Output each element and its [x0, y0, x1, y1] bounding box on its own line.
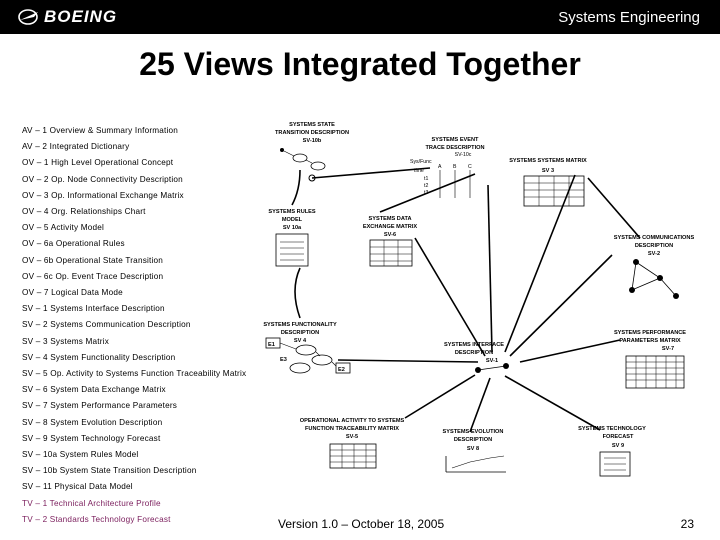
- sv-4-title-2: DESCRIPTION: [281, 330, 319, 336]
- sv-7-performance: SYSTEMS PERFORMANCE PARAMETERS MATRIX SV…: [614, 330, 686, 389]
- sv-10c-title: SYSTEMS EVENT: [432, 137, 480, 143]
- sv-10c-row-3: t3: [424, 190, 428, 196]
- sv-5-traceability: OPERATIONAL ACTIVITY TO SYSTEMS FUNCTION…: [300, 418, 405, 469]
- sv-3-title: SYSTEMS SYSTEMS MATRIX: [509, 158, 587, 164]
- sv-7-title: SYSTEMS PERFORMANCE: [614, 330, 686, 336]
- sv-10c-col-c: C: [468, 164, 472, 170]
- view-item: SV – 11 Physical Data Model: [22, 482, 133, 492]
- sv-8-title: SYSTEMS EVOLUTION: [443, 429, 504, 435]
- sv-9-id: SV 9: [612, 443, 624, 449]
- sv-1-id: SV-1: [486, 358, 498, 364]
- sv-1-title: SYSTEMS INTERFACE: [444, 342, 504, 348]
- sv-10c-time: time: [414, 168, 424, 174]
- view-item: OV – 6c Op. Event Trace Description: [22, 271, 164, 281]
- sv-10c-col-b: B: [453, 164, 457, 170]
- sv-2-communications: SYSTEMS COMMUNICATIONS DESCRIPTION SV-2: [614, 235, 695, 299]
- sv-6-title-2: EXCHANGE MATRIX: [363, 224, 418, 230]
- sv-10c-axis: Sys/Func: [410, 159, 432, 165]
- slide-title: 25 Views Integrated Together: [139, 46, 581, 82]
- connector-lines: [291, 167, 641, 433]
- boeing-symbol-icon: [18, 9, 38, 25]
- header-title: Systems Engineering: [558, 9, 700, 26]
- view-item: SV – 9 System Technology Forecast: [22, 433, 161, 443]
- sv-10c-event-trace: SYSTEMS EVENT TRACE DESCRIPTION SV-10c S…: [410, 137, 485, 198]
- sv-9-title-2: FORECAST: [603, 434, 634, 440]
- footer-version: Version 1.0 – October 18, 2005: [278, 517, 445, 531]
- view-item: OV – 3 Op. Informational Exchange Matrix: [22, 190, 184, 200]
- sv-7-id: SV-7: [662, 346, 674, 352]
- page-number: 23: [680, 517, 694, 531]
- sv-10a-id: SV 10a: [283, 225, 302, 231]
- view-item: SV – 5 Op. Activity to Systems Function …: [22, 369, 247, 378]
- sv-5-title: OPERATIONAL ACTIVITY TO SYSTEMS: [300, 418, 405, 424]
- sv-9-technology-forecast: SYSTEMS TECHNOLOGY FORECAST SV 9: [578, 426, 646, 477]
- sv-3-id: SV 3: [542, 168, 554, 174]
- view-item: TV – 1 Technical Architecture Profile: [22, 498, 161, 508]
- view-item: SV – 2 Systems Communication Description: [22, 320, 191, 330]
- view-item: OV – 2 Op. Node Connectivity Description: [22, 174, 183, 184]
- view-item: SV – 3 Systems Matrix: [22, 336, 110, 346]
- sv-6-id: SV-6: [384, 232, 396, 238]
- view-item: OV – 6b Operational State Transition: [22, 255, 164, 265]
- sv-8-id: SV 8: [467, 446, 479, 452]
- sv-2-id: SV-2: [648, 251, 660, 257]
- view-item: OV – 4 Org. Relationships Chart: [22, 207, 146, 216]
- sv-10b-id: SV-10b: [303, 138, 322, 144]
- view-item: OV – 6a Operational Rules: [22, 239, 125, 249]
- sv-4-node-e1: E1: [268, 342, 275, 348]
- sv-10c-row-2: t2: [424, 183, 428, 189]
- view-item: AV – 1 Overview & Summary Information: [22, 126, 179, 135]
- sv-5-title-2: FUNCTION TRACEABILITY MATRIX: [305, 426, 399, 432]
- sv-4-title: SYSTEMS FUNCTIONALITY: [263, 322, 337, 328]
- sv-2-title: SYSTEMS COMMUNICATIONS: [614, 235, 695, 241]
- sv-10c-row-1: t1: [424, 176, 428, 182]
- sv-10b-title: SYSTEMS STATE: [289, 122, 335, 128]
- sv-10c-title-2: TRACE DESCRIPTION: [425, 145, 484, 151]
- sv-9-title: SYSTEMS TECHNOLOGY: [578, 426, 646, 432]
- sv-2-title-2: DESCRIPTION: [635, 243, 673, 249]
- sv-4-functionality: SYSTEMS FUNCTIONALITY DESCRIPTION SV 4 E…: [263, 322, 351, 374]
- view-item: OV – 5 Activity Model: [22, 223, 105, 233]
- view-item: SV – 1 Systems Interface Description: [22, 304, 165, 314]
- sv-10a-rules-model: SYSTEMS RULES MODEL SV 10a: [268, 209, 316, 267]
- view-item: SV – 4 System Functionality Description: [22, 352, 176, 362]
- view-item: SV – 6 System Data Exchange Matrix: [22, 385, 166, 395]
- sv-7-title-2: PARAMETERS MATRIX: [619, 338, 681, 344]
- view-item: SV – 10b System State Transition Descrip…: [22, 466, 197, 476]
- boeing-logo: BOEING: [18, 6, 117, 28]
- view-item: SV – 7 System Performance Parameters: [22, 401, 178, 411]
- view-item: SV – 10a System Rules Model: [22, 450, 139, 459]
- sv-6-data-exchange: SYSTEMS DATA EXCHANGE MATRIX SV-6: [363, 216, 418, 267]
- sv-1-interface: SYSTEMS INTERFACE DESCRIPTION SV-1: [444, 342, 509, 373]
- view-item: OV – 7 Logical Data Mode: [22, 288, 123, 297]
- sv-10c-col-a: A: [438, 164, 442, 170]
- view-item: OV – 1 High Level Operational Concept: [22, 158, 174, 168]
- sv-1-title-2: DESCRIPTION: [455, 350, 493, 356]
- sv-4-id: SV 4: [294, 338, 307, 344]
- sv-3-systems-matrix: SYSTEMS SYSTEMS MATRIX SV 3: [509, 158, 587, 207]
- sv-8-title-2: DESCRIPTION: [454, 437, 492, 443]
- view-item: TV – 2 Standards Technology Forecast: [22, 514, 171, 524]
- sv-6-title: SYSTEMS DATA: [369, 216, 412, 222]
- sv-10c-id: SV-10c: [455, 152, 472, 158]
- view-item: SV – 8 System Evolution Description: [22, 417, 163, 427]
- sv-8-evolution: SYSTEMS EVOLUTION DESCRIPTION SV 8: [443, 429, 506, 473]
- logo-wordmark: BOEING: [44, 7, 118, 26]
- sv-10b-state-transition: SYSTEMS STATE TRANSITION DESCRIPTION SV-…: [275, 122, 349, 182]
- sv-10a-title: SYSTEMS RULES: [268, 209, 316, 215]
- header-bar: BOEING Systems Engineering: [0, 0, 720, 34]
- sv-10a-title-2: MODEL: [282, 217, 303, 223]
- view-item: AV – 2 Integrated Dictionary: [22, 142, 130, 152]
- sv-5-id: SV-5: [346, 434, 358, 440]
- sv-4-node-e3: E3: [280, 357, 287, 363]
- sv-10b-title-2: TRANSITION DESCRIPTION: [275, 130, 349, 136]
- sv-4-node-e2: E2: [338, 367, 345, 373]
